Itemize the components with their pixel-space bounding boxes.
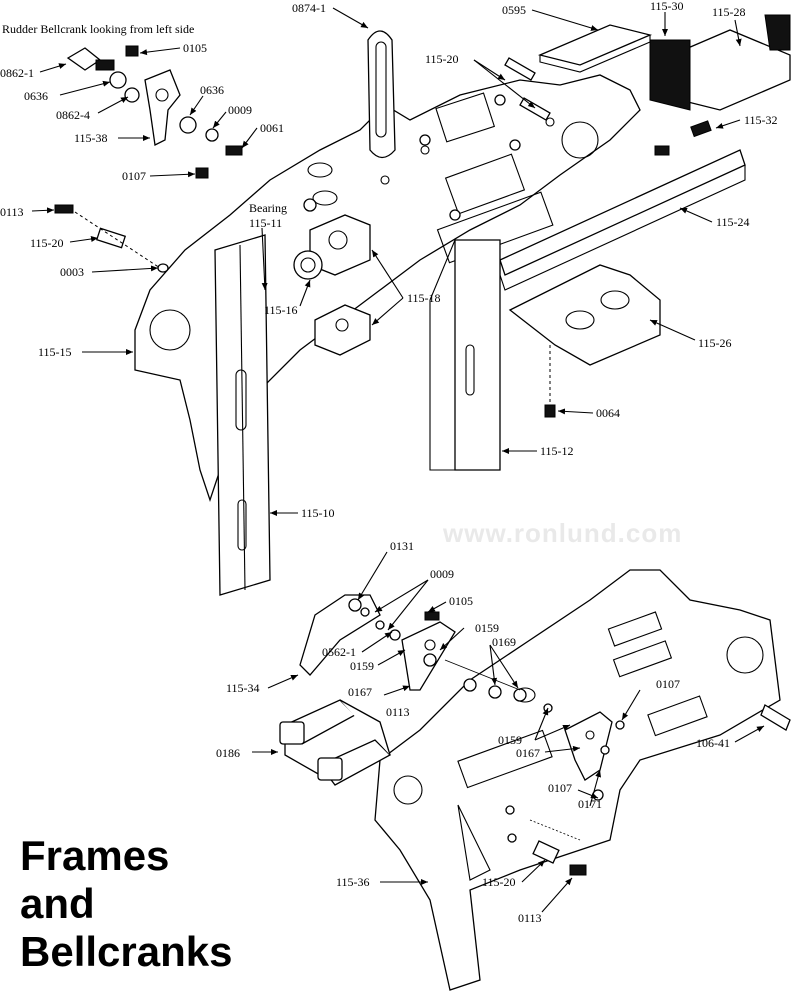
plate-115-26 [508, 264, 661, 366]
watermark: www.ronlund.com [442, 518, 682, 548]
label-0874-1: 0874-1 [292, 1, 326, 15]
label-0595: 0595 [502, 3, 526, 17]
label-115-26: 115-26 [698, 336, 732, 350]
label-0159-c: 0159 [498, 733, 522, 747]
upright-115-12 [454, 239, 501, 471]
label-106-41: 106-41 [696, 736, 730, 750]
label-0862-1: 0862-1 [0, 66, 34, 80]
label-115-20-left: 115-20 [30, 236, 64, 250]
label-0064: 0064 [596, 406, 620, 420]
label-115-20-bottom: 115-20 [482, 875, 516, 889]
label-115-36: 115-36 [336, 875, 370, 889]
leader-lines [31, 7, 765, 913]
label-0636-left: 0636 [24, 89, 48, 103]
page-title: Frames and Bellcranks [20, 832, 320, 976]
label-0562-1: 0562-1 [322, 645, 356, 659]
label-115-18: 115-18 [407, 291, 441, 305]
label-0186: 0186 [216, 746, 240, 760]
label-0167-a: 0167 [348, 685, 372, 699]
diagram-caption: Rudder Bellcrank looking from left side [2, 22, 194, 36]
label-0171: 0171 [578, 797, 602, 811]
label-0105-bottom: 0105 [449, 594, 473, 608]
label-0862-4: 0862-4 [56, 108, 90, 122]
label-115-24: 115-24 [716, 215, 750, 229]
side-frame-115-36 [374, 569, 781, 991]
label-115-12: 115-12 [540, 444, 574, 458]
label-115-10: 115-10 [301, 506, 335, 520]
plate-115-34 [299, 594, 381, 676]
label-0107-r2: 0107 [548, 781, 572, 795]
strap-115-30 [649, 39, 691, 111]
title-line-1: Frames [20, 832, 170, 879]
label-0169: 0169 [492, 635, 516, 649]
label-115-34: 115-34 [226, 681, 260, 695]
label-0167-b: 0167 [516, 746, 540, 760]
label-115-16: 115-16 [264, 303, 298, 317]
label-115-30: 115-30 [650, 0, 684, 13]
label-0061: 0061 [260, 121, 284, 135]
part-labels: 0874-1 0595 115-30 115-28 0105 115-20 08… [0, 0, 778, 925]
label-115-20-top: 115-20 [425, 52, 459, 66]
label-0636-right: 0636 [200, 83, 224, 97]
title-line-3: Bellcranks [20, 928, 233, 975]
upper-frame-assembly [54, 14, 791, 596]
label-0159-b: 0159 [350, 659, 374, 673]
label-0159-a: 0159 [475, 621, 499, 635]
title-line-2: and [20, 880, 95, 927]
spacer-106-41 [760, 704, 791, 731]
label-0113-left: 0113 [0, 205, 24, 219]
label-115-38: 115-38 [74, 131, 108, 145]
block-115-18-b [314, 304, 371, 356]
label-bearing: Bearing [249, 201, 287, 215]
rudder-bellcrank-parts [66, 45, 243, 179]
label-0113-mid: 0113 [386, 705, 410, 719]
label-115-11: 115-11 [249, 216, 282, 230]
channel-0595 [537, 24, 653, 66]
label-0009-bottom: 0009 [430, 567, 454, 581]
lower-frame-assembly [279, 569, 791, 991]
label-0003: 0003 [60, 265, 84, 279]
label-0131: 0131 [390, 539, 414, 553]
label-0105-top: 0105 [183, 41, 207, 55]
label-115-32: 115-32 [744, 113, 778, 127]
label-0107-top: 0107 [122, 169, 146, 183]
label-115-15: 115-15 [38, 345, 72, 359]
label-115-28: 115-28 [712, 5, 746, 19]
label-0107-r1: 0107 [656, 677, 680, 691]
link-0874-1 [367, 30, 396, 159]
servo-mount-0186 [279, 699, 392, 786]
label-0113-bottom: 0113 [518, 911, 542, 925]
label-0009-top: 0009 [228, 103, 252, 117]
